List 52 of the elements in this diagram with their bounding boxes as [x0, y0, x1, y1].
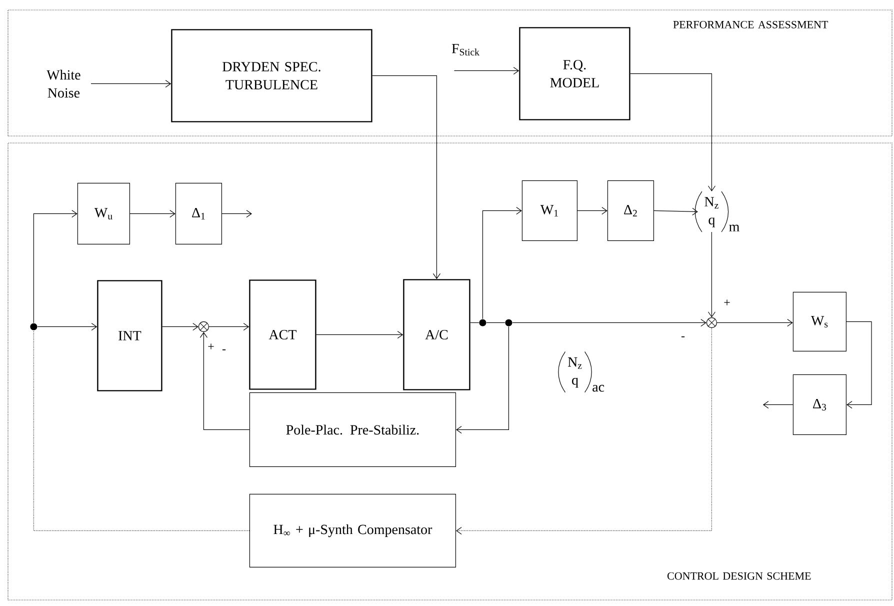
junction-dot: [505, 319, 512, 326]
arrow: [222, 210, 252, 218]
dotted-arrow: [456, 328, 712, 534]
arrow: [482, 206, 522, 320]
connector-line: [470, 322, 480, 323]
arrow: [762, 400, 794, 408]
arrow: [162, 322, 198, 330]
arrow: [37, 322, 98, 330]
arrow: [316, 330, 404, 338]
arrow: [654, 208, 698, 216]
arrow: [33, 210, 78, 324]
summing-junction: [706, 317, 717, 328]
process-box: INT: [97, 280, 162, 392]
block-box: W$_{1}$: [522, 180, 578, 241]
arrow: [456, 326, 509, 434]
input-label: F$_{Stick}$: [452, 44, 480, 56]
sign-label: +: [208, 344, 214, 350]
vector-block: N$_{z}$ q: [694, 191, 729, 232]
summing-junction: [198, 321, 209, 332]
process-box: F.Q. MODEL: [519, 27, 630, 120]
subscript-label: ac: [592, 384, 604, 392]
process-box: DRYDEN SPEC. TURBULENCE: [171, 29, 372, 122]
block-box: W$_{u}$: [77, 182, 130, 244]
block-box: Pole-Plac. Pre-Stabiliz.: [249, 392, 456, 467]
block-box: Δ$_{3}$: [792, 374, 846, 435]
arrow: [708, 232, 716, 318]
process-box: ACT: [249, 280, 316, 390]
arrow: [846, 321, 872, 408]
block-box: Δ$_{2}$: [607, 180, 654, 241]
arrow: [130, 210, 176, 218]
arrow: [208, 322, 250, 330]
block-box: W$_{s}$: [792, 292, 846, 352]
arrow: [716, 318, 793, 326]
sign-label: -: [222, 349, 226, 350]
arrow: [200, 332, 250, 430]
process-box: A/C: [403, 279, 470, 390]
arrow: [90, 80, 172, 88]
connector-line: [486, 322, 506, 323]
arrow: [630, 73, 716, 192]
junction-dot: [479, 319, 486, 326]
subscript-label: m: [729, 224, 740, 232]
sign-label: +: [724, 300, 730, 306]
sign-label: -: [681, 336, 685, 338]
block-box: H$_{∞}$ + μ-Synth Compensator: [249, 494, 456, 568]
arrow: [372, 75, 440, 280]
input-label: White Noise: [46, 70, 80, 98]
vector-label: N$_{z}$ q: [558, 351, 592, 393]
arrow: [454, 66, 520, 75]
arrow: [577, 206, 608, 214]
arrow: [512, 318, 706, 326]
block-box: Δ$_{1}$: [175, 182, 222, 244]
junction-dot: [30, 323, 38, 330]
